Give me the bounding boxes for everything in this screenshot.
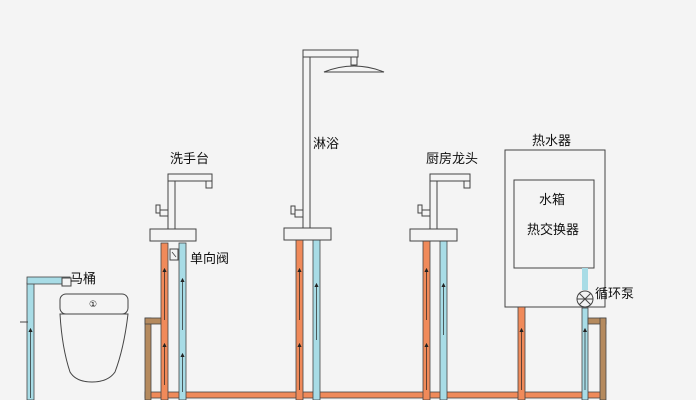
kitchen-faucet: 厨房龙头 <box>409 151 478 400</box>
check-valve-label: 单向阀 <box>190 251 229 267</box>
washbasin-label: 洗手台 <box>170 152 209 167</box>
shower-head-icon <box>323 65 385 73</box>
toilet-label: 马桶 <box>70 272 96 287</box>
bottom-hot-main-pipe <box>144 391 606 399</box>
washbasin-hot-pipe <box>160 242 169 400</box>
pump-icon <box>576 290 594 308</box>
shower-riser <box>302 49 311 229</box>
water-tank <box>513 179 595 269</box>
heater-return-pipe <box>599 317 607 400</box>
faucet-icon <box>417 173 471 230</box>
water-tank-label: 水箱 <box>539 192 565 208</box>
shower-arm <box>302 49 359 58</box>
shower-mixer-base <box>283 227 332 241</box>
toilet-bowl <box>59 313 129 383</box>
washbasin-counter <box>149 228 197 242</box>
kitchen-faucet-label: 厨房龙头 <box>426 151 478 167</box>
toilet: ① 马桶 <box>20 272 129 400</box>
washbasin-return-pipe <box>144 317 152 400</box>
heat-exchanger-label: 热交换器 <box>527 222 579 238</box>
circulation-pump-label: 循环泵 <box>595 287 634 302</box>
shower: 淋浴 <box>283 49 385 400</box>
faucet-icon <box>155 173 213 230</box>
shower-label: 淋浴 <box>313 137 339 152</box>
kitchen-counter <box>409 228 458 242</box>
water-heater-label: 热水器 <box>532 134 571 149</box>
washbasin: 单向阀 洗手台 <box>144 152 229 400</box>
toilet-marker: ① <box>89 300 97 310</box>
water-heater: 水箱 热交换器 热水器 循环泵 <box>504 134 634 400</box>
